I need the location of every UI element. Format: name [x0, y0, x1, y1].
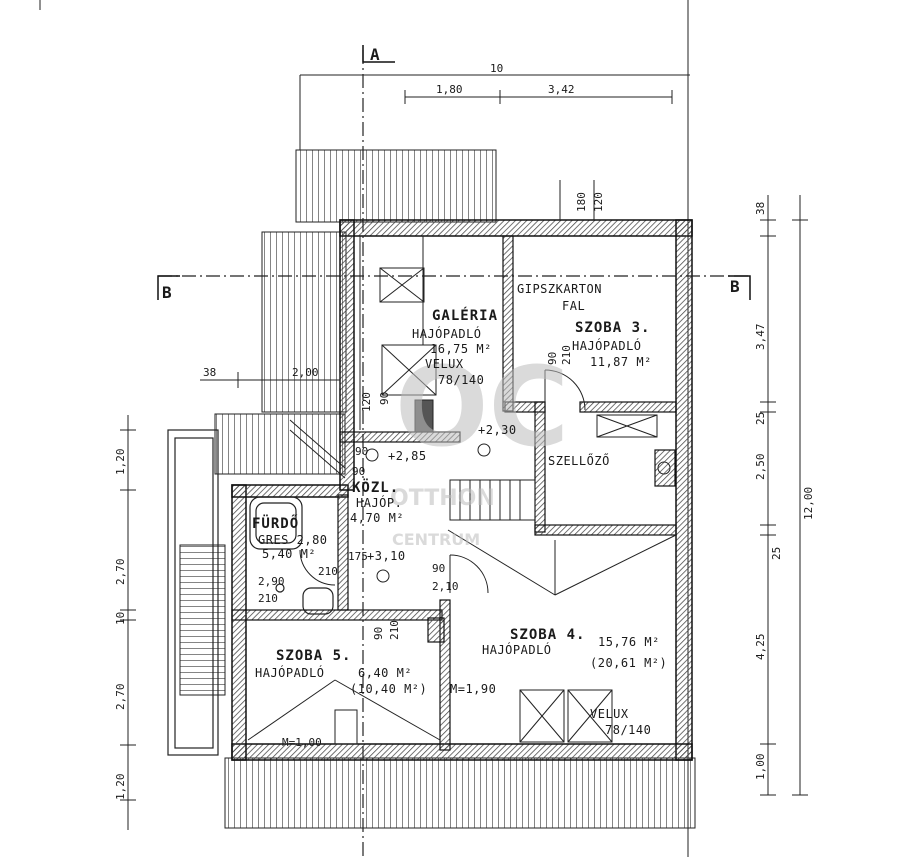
dim-left-120a: 1,20 [114, 449, 127, 476]
room-galeria: GALÉRIA HAJÓPADLÓ 16,75 M² VELUX 78/140 [412, 307, 498, 387]
furdo-name: FÜRDŐ [252, 514, 299, 532]
dim-right-25a: 25 [754, 412, 767, 425]
dim-right-total: 12,00 [802, 487, 815, 520]
szoba4-velux-size: 78/140 [605, 723, 651, 737]
dim-misc-90e: 90 [432, 562, 445, 575]
dim-misc-200: 2,00 [292, 366, 319, 379]
dim-top-120: 120 [592, 192, 605, 212]
dim-right-25b: 25 [770, 547, 783, 560]
dim-misc-90f: 90 [372, 627, 385, 640]
kozl-area: 4,70 M² [350, 511, 404, 525]
dim-top-total: 10 [490, 62, 503, 75]
dim-left-270b: 2,70 [114, 684, 127, 711]
dim-right-425: 4,25 [754, 634, 767, 661]
room-szoba4: SZOBA 4. HAJÓPADLÓ 15,76 M² (20,61 M²) V… [482, 627, 667, 737]
szoba4-area2: (20,61 M²) [590, 656, 667, 670]
gipszkarton-line1: GIPSZKARTON [517, 282, 602, 296]
roof-slope-lines [247, 529, 677, 741]
dim-misc-38: 38 [203, 366, 216, 379]
room-szoba5: SZOBA 5. HAJÓPADLÓ 6,40 M² (10,40 M²) M=… [255, 648, 496, 749]
galeria-area: 16,75 M² [430, 342, 492, 356]
dim-misc-210b: 2,10 [432, 580, 459, 593]
dim-misc-120: 120 [360, 392, 373, 412]
dim-misc-90a: 90 [378, 392, 391, 405]
szoba3-floor: HAJÓPADLÓ [572, 338, 642, 353]
szoba4-floor: HAJÓPADLÓ [482, 642, 552, 657]
velux-windows [334, 689, 613, 745]
kozl-floor: HAJÓP. [356, 495, 402, 510]
dim-top-180: 180 [575, 192, 588, 212]
szoba4-name: SZOBA 4. [510, 627, 585, 643]
szoba5-floor: HAJÓPADLÓ [255, 665, 325, 680]
watermark-line2: CENTRUM [392, 530, 480, 549]
szoba5-area: 6,40 M² [358, 666, 412, 680]
dim-right-38: 38 [754, 202, 767, 215]
room-gipszkarton: GIPSZKARTON FAL [517, 282, 602, 313]
dim-misc-210a: 210 [560, 345, 573, 365]
watermark: OC OTTHON CENTRUM [390, 343, 569, 549]
section-lines [158, 50, 750, 857]
furdo-area: 5,40 M² [262, 547, 316, 561]
bathroom-fixtures [249, 496, 334, 615]
level-230: +2,30 [478, 423, 517, 437]
galeria-floor: HAJÓPADLÓ [412, 326, 482, 341]
roof-hatching [179, 149, 696, 829]
szoba4-area: 15,76 M² [598, 635, 660, 649]
level-310: +3,10 [367, 549, 406, 563]
szoba5-height2: M=1,00 [282, 736, 322, 749]
frame-lines [39, 0, 690, 857]
dim-misc-290: 2,90 [258, 575, 285, 588]
szoba3-name: SZOBA 3. [575, 320, 650, 336]
dim-misc-175: 175 [348, 550, 368, 563]
dim-left-120b: 1,20 [114, 774, 127, 801]
dim-misc-210c: 210 [388, 620, 401, 640]
kozl-name: KÖZL. [352, 478, 399, 496]
dim-top-right: 3,42 [548, 83, 575, 96]
dim-right-250: 2,50 [754, 454, 767, 481]
watermark-logo: OC [395, 343, 569, 471]
section-mark-b-right: B [730, 277, 740, 296]
section-mark-b-left: B [162, 283, 172, 302]
watermark-line1: OTTHON [390, 486, 495, 511]
level-markers [365, 443, 491, 583]
dim-top-left: 1,80 [436, 83, 463, 96]
dim-left-10: 10 [114, 612, 127, 625]
gipszkarton-line2: FAL [562, 299, 585, 313]
dim-misc-90c: 90 [352, 465, 365, 478]
szoba5-height: M=1,90 [450, 682, 496, 696]
level-285: +2,85 [388, 449, 427, 463]
dim-left-270a: 2,70 [114, 559, 127, 586]
dim-misc-210e: 210 [258, 592, 278, 605]
dimension-lines-top [300, 74, 690, 220]
dim-right-100: 1,00 [754, 754, 767, 781]
gallery-void [359, 236, 437, 433]
door-swings [299, 369, 586, 594]
dimension-lines-right [760, 195, 808, 796]
szoba5-name: SZOBA 5. [276, 648, 351, 664]
room-szoba3: SZOBA 3. HAJÓPADLÓ 11,87 M² [572, 320, 652, 369]
ventilation-box [596, 414, 671, 475]
room-kozl: KÖZL. HAJÓP. 4,70 M² [350, 478, 404, 525]
interior-walls [231, 235, 677, 751]
szelloze-label: SZELLŐZŐ [548, 453, 610, 468]
exterior-walls [231, 219, 693, 761]
section-mark-a: A [370, 45, 380, 64]
furdo-floor: GRES 2,80 [258, 533, 328, 547]
szoba4-velux: VELUX [590, 707, 629, 721]
balcony [167, 429, 219, 756]
dimension-lines-left [120, 372, 341, 830]
galeria-velux-size: 78/140 [438, 373, 484, 387]
dim-misc-210d: 210 [318, 565, 338, 578]
szoba3-area: 11,87 M² [590, 355, 652, 369]
dim-misc-90b: 90 [355, 445, 368, 458]
room-furdo: FÜRDŐ GRES 2,80 5,40 M² [252, 514, 328, 561]
dim-right-347: 3,47 [754, 324, 767, 351]
szoba5-area2: (10,40 M²) [350, 682, 427, 696]
galeria-velux: VELUX [425, 357, 464, 371]
galeria-name: GALÉRIA [432, 307, 498, 324]
dim-misc-90d: 90 [546, 352, 559, 365]
section-markers [157, 45, 751, 300]
staircase [289, 419, 536, 521]
